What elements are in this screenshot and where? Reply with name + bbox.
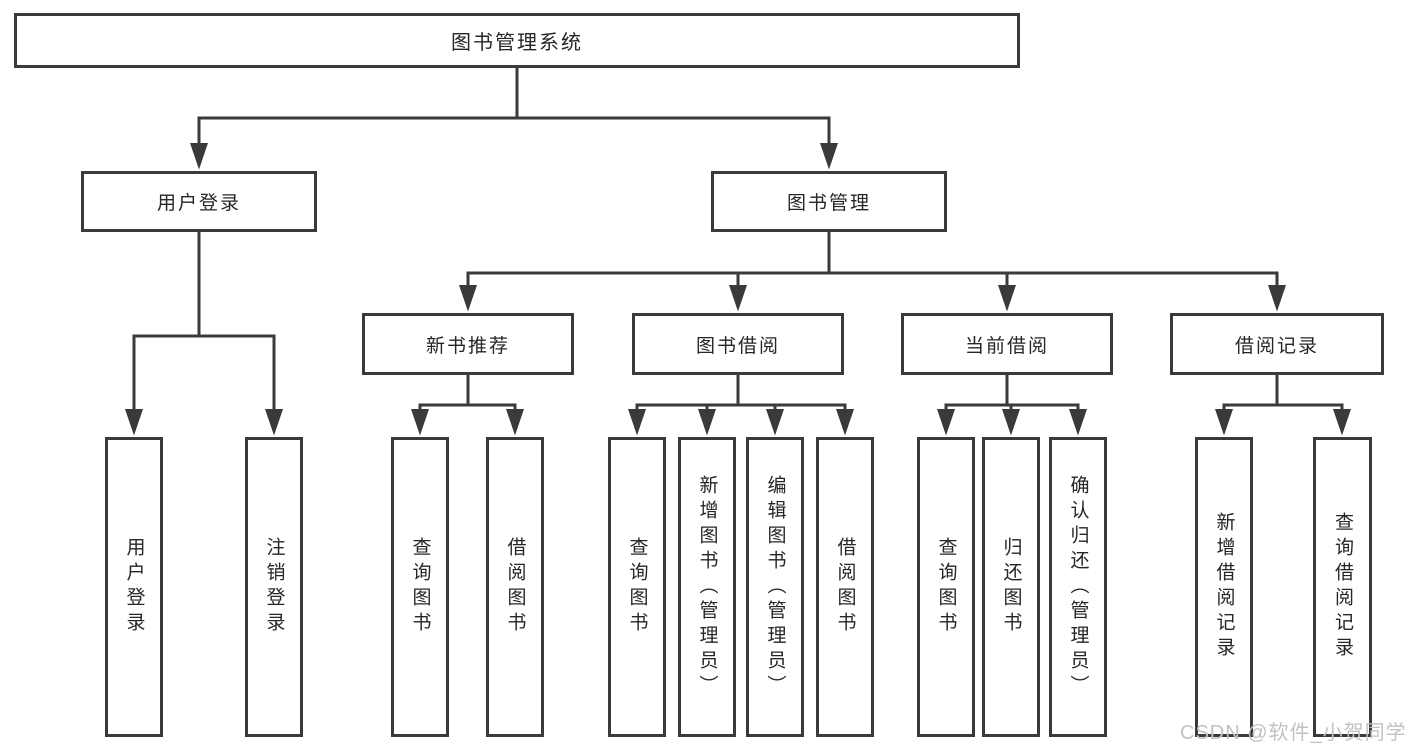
arrowhead — [729, 285, 747, 312]
arrowhead — [1069, 409, 1087, 436]
leaf-records-add-record: 新增借阅记录 — [1195, 437, 1253, 737]
leaf-borrowing-edit-book-admin: 编辑图书（管理员） — [746, 437, 804, 737]
node-book-borrowing: 图书借阅 — [632, 313, 844, 375]
leaf-user-login: 用户登录 — [105, 437, 163, 737]
leaf-recommend-borrow-book: 借阅图书 — [486, 437, 544, 737]
node-label: 查询图书 — [409, 537, 431, 637]
node-label: 新书推荐 — [425, 335, 510, 357]
node-label: 新增借阅记录 — [1213, 512, 1235, 662]
arrowhead — [836, 409, 854, 436]
arrowhead — [125, 409, 143, 436]
node-label: 新增图书（管理员） — [696, 474, 718, 700]
arrowhead — [698, 409, 716, 436]
arrowhead — [628, 409, 646, 436]
node-label: 用户登录 — [156, 193, 241, 214]
leaf-current-query-book: 查询图书 — [917, 437, 975, 737]
leaf-borrowing-query-book: 查询图书 — [608, 437, 666, 737]
leaf-current-confirm-return-admin: 确认归还（管理员） — [1049, 437, 1107, 737]
leaf-current-return-book: 归还图书 — [982, 437, 1040, 737]
node-label: 编辑图书（管理员） — [764, 474, 786, 700]
node-borrowing-records: 借阅记录 — [1170, 313, 1384, 375]
node-label: 查询图书 — [626, 537, 648, 637]
node-root-library-system: 图书管理系统 — [14, 13, 1020, 68]
arrowhead — [1002, 409, 1020, 436]
node-label: 图书借阅 — [695, 335, 780, 357]
node-label: 归还图书 — [1000, 537, 1022, 637]
node-current-borrowing: 当前借阅 — [901, 313, 1113, 375]
node-label: 确认归还（管理员） — [1067, 474, 1089, 700]
arrowhead — [998, 285, 1016, 312]
arrowhead — [820, 143, 838, 170]
node-label: 查询图书 — [935, 537, 957, 637]
node-label: 借阅图书 — [834, 537, 856, 637]
leaf-recommend-query-book: 查询图书 — [391, 437, 449, 737]
leaf-borrowing-add-book-admin: 新增图书（管理员） — [678, 437, 736, 737]
arrowhead — [766, 409, 784, 436]
arrowhead — [411, 409, 429, 436]
leaf-logout: 注销登录 — [245, 437, 303, 737]
arrowhead — [459, 285, 477, 312]
node-book-management: 图书管理 — [711, 171, 947, 232]
node-label: 查询借阅记录 — [1332, 512, 1353, 662]
leaf-borrowing-borrow-book: 借阅图书 — [816, 437, 874, 737]
arrowhead — [190, 143, 208, 170]
node-label: 用户登录 — [123, 537, 145, 637]
csdn-watermark: CSDN @软件_小贺同学 — [1180, 722, 1405, 744]
node-user-login: 用户登录 — [81, 171, 317, 232]
node-label: 图书管理系统 — [451, 32, 583, 54]
arrowhead — [1333, 409, 1351, 436]
arrowhead — [1215, 409, 1233, 436]
node-label: 注销登录 — [263, 537, 285, 637]
node-new-book-recommend: 新书推荐 — [362, 313, 574, 375]
arrowhead — [1268, 285, 1286, 312]
arrowhead — [506, 409, 524, 436]
node-label: 图书管理 — [786, 193, 871, 214]
node-label: 借阅记录 — [1234, 335, 1319, 357]
arrowhead — [937, 409, 955, 436]
node-label: 当前借阅 — [964, 335, 1049, 357]
arrowhead — [265, 409, 283, 436]
leaf-records-query-record: 查询借阅记录 — [1313, 437, 1372, 737]
node-label: 借阅图书 — [504, 537, 526, 637]
